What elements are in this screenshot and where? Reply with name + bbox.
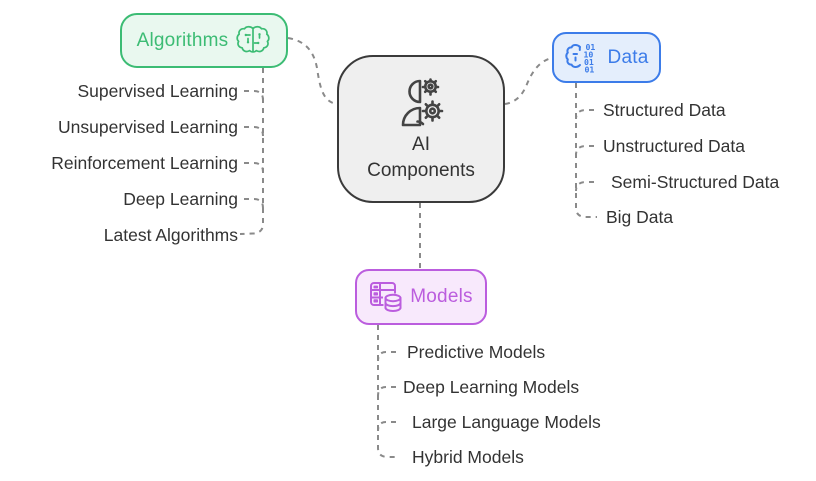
edge-leaf-stub (377, 351, 396, 362)
center-label-line-2: Components (367, 160, 475, 181)
node-algorithms: Algorithms (120, 13, 288, 68)
table-database-icon (370, 282, 404, 313)
leaf-supervised-learning: Supervised Learning (77, 81, 238, 101)
edge-data-children-trunk (575, 83, 597, 218)
edge-leaf-stub (377, 421, 396, 432)
leaf-semi-structured-data: Semi-Structured Data (611, 172, 780, 192)
leaf-reinforcement-learning: Reinforcement Learning (51, 153, 238, 173)
leaf-predictive-models: Predictive Models (407, 342, 546, 362)
center-label-line-1: AI (412, 134, 430, 155)
leaf-large-language-models: Large Language Models (412, 412, 601, 432)
brain-circuit-icon (236, 25, 271, 53)
edge-leaf-stub (244, 198, 264, 209)
models-label: Models (410, 286, 473, 307)
edge-models-children-trunk (377, 325, 398, 458)
leaf-deep-learning: Deep Learning (123, 189, 238, 209)
leaf-structured-data: Structured Data (603, 100, 726, 120)
edge-leaf-stub (377, 386, 396, 397)
edge-leaf-stub (575, 109, 594, 120)
algorithms-label: Algorithms (136, 29, 229, 51)
node-data: 01 10 01 01 Data (552, 32, 661, 83)
edge-algorithms-to-center (287, 37, 338, 105)
person-gears-icon (401, 78, 444, 127)
edge-algorithms-children-trunk (239, 68, 264, 235)
edge-leaf-stub (244, 126, 264, 137)
svg-text:01: 01 (584, 57, 594, 67)
edge-leaf-stub (244, 90, 264, 101)
edge-leaf-stub (244, 162, 264, 173)
leaf-big-data: Big Data (606, 207, 674, 227)
svg-text:01: 01 (584, 64, 594, 74)
binary-brain-icon: 01 10 01 01 (564, 42, 595, 74)
leaf-deep-learning-models: Deep Learning Models (403, 377, 580, 397)
leaf-hybrid-models: Hybrid Models (412, 447, 524, 467)
leaf-unstructured-data: Unstructured Data (603, 136, 746, 156)
svg-text:01: 01 (585, 42, 595, 52)
svg-text:10: 10 (583, 49, 593, 59)
node-ai-components: AI Components (337, 55, 505, 203)
node-models: Models (355, 269, 487, 325)
leaf-latest-algorithms: Latest Algorithms (103, 225, 238, 245)
leaf-unsupervised-learning: Unsupervised Learning (58, 117, 238, 137)
edge-leaf-stub (575, 145, 594, 156)
data-label: Data (607, 46, 649, 68)
edge-center-to-data (504, 57, 553, 105)
edge-leaf-stub (575, 181, 594, 192)
